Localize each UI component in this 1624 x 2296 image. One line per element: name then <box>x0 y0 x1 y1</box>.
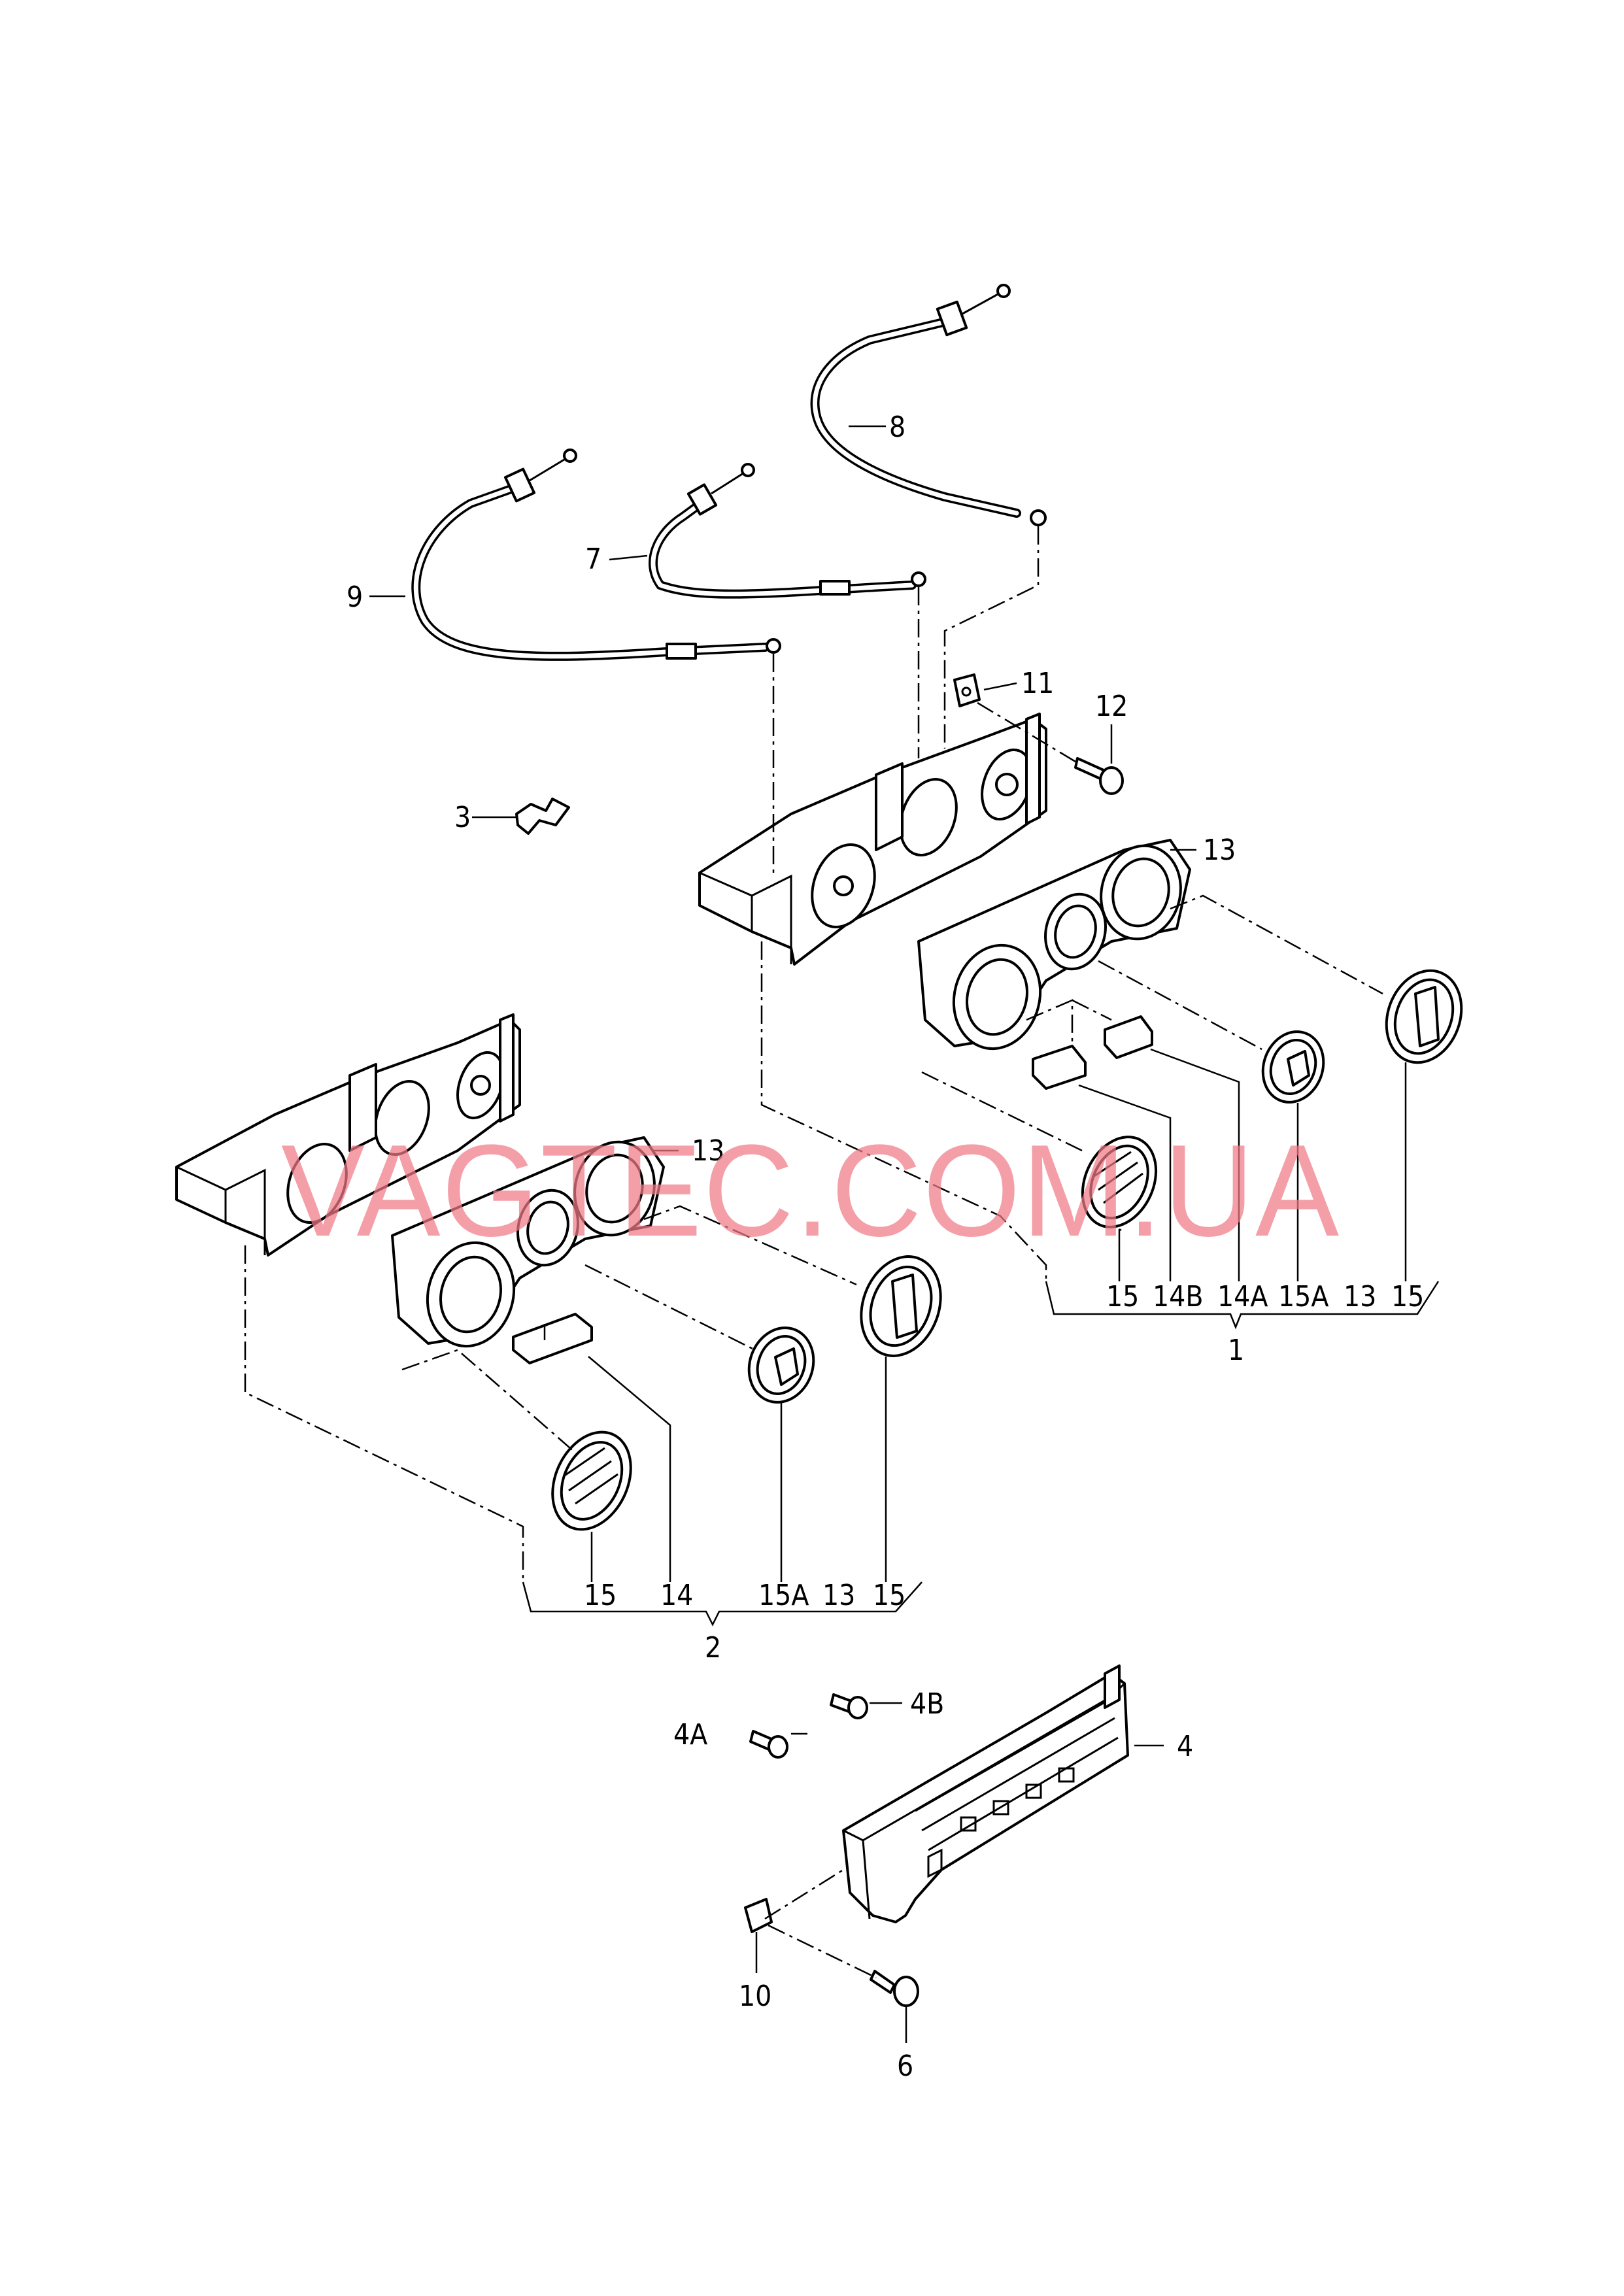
callout-2: 2 <box>705 1631 721 1664</box>
knob-15a-upper <box>1261 1030 1325 1104</box>
retainer-11 <box>953 673 981 707</box>
callout-labels: 9 7 8 3 11 12 13 13 15 14B 14A 15A 13 15… <box>347 411 1424 2083</box>
clip-3 <box>515 798 570 835</box>
callout-g2-13: 13 <box>822 1579 855 1612</box>
callout-g1-15a: 15A <box>1278 1280 1328 1313</box>
callout-4: 4 <box>1177 1730 1193 1763</box>
callout-7: 7 <box>585 543 601 576</box>
callout-6: 6 <box>897 2050 913 2083</box>
knob-15-lower-left <box>551 1430 632 1531</box>
control-housing-lower <box>175 1013 521 1257</box>
callout-1: 1 <box>1228 1334 1244 1367</box>
callout-4b: 4B <box>910 1687 944 1721</box>
callout-g1-15-left: 15 <box>1106 1280 1139 1313</box>
cable-7 <box>649 463 926 599</box>
climate-control-unit-4 <box>842 1664 1129 1923</box>
knob-15a-lower <box>747 1326 815 1404</box>
callout-10: 10 <box>739 1980 771 2013</box>
bulb-4a <box>749 1730 788 1759</box>
callout-8: 8 <box>889 411 905 444</box>
knob-15-upper-left <box>1081 1136 1158 1228</box>
dash-dot-lines <box>244 526 1383 1979</box>
leader-lines <box>369 425 1407 2043</box>
callout-13-lower: 13 <box>692 1134 724 1168</box>
callout-g1-14b: 14B <box>1153 1280 1204 1313</box>
control-housing-upper <box>698 713 1047 966</box>
callout-g1-15-right: 15 <box>1391 1280 1424 1313</box>
callout-12: 12 <box>1095 690 1128 723</box>
knob-15-lower-right <box>860 1255 942 1357</box>
callout-g1-14a: 14A <box>1217 1280 1268 1313</box>
clip-10 <box>744 1898 773 1933</box>
callout-9: 9 <box>347 581 363 614</box>
assembly-braces <box>522 1281 1440 1627</box>
button-14b-upper <box>1032 1045 1087 1090</box>
callout-g2-15a: 15A <box>758 1579 809 1612</box>
bezel-13-upper <box>917 839 1191 1051</box>
callout-g2-15-right: 15 <box>873 1579 905 1612</box>
cable-9 <box>411 448 781 661</box>
screw-6 <box>870 1970 919 2007</box>
callout-g1-13: 13 <box>1344 1280 1376 1313</box>
cable-8 <box>810 284 1047 526</box>
knob-15-upper-right <box>1385 969 1463 1064</box>
screw-12 <box>1074 757 1124 795</box>
callout-4a: 4A <box>673 1718 707 1751</box>
callout-g2-14: 14 <box>660 1579 693 1612</box>
button-14a-upper <box>1104 1015 1153 1059</box>
callout-13-upper: 13 <box>1203 834 1236 867</box>
callout-3: 3 <box>454 801 471 834</box>
bulb-4b <box>830 1693 868 1719</box>
watermark-text: VAGTEC.COM.UA <box>281 1118 1340 1264</box>
callout-g2-15-left: 15 <box>584 1579 617 1612</box>
callout-11: 11 <box>1021 667 1054 700</box>
button-14-lower <box>512 1313 593 1364</box>
bezel-13-lower <box>391 1136 665 1348</box>
